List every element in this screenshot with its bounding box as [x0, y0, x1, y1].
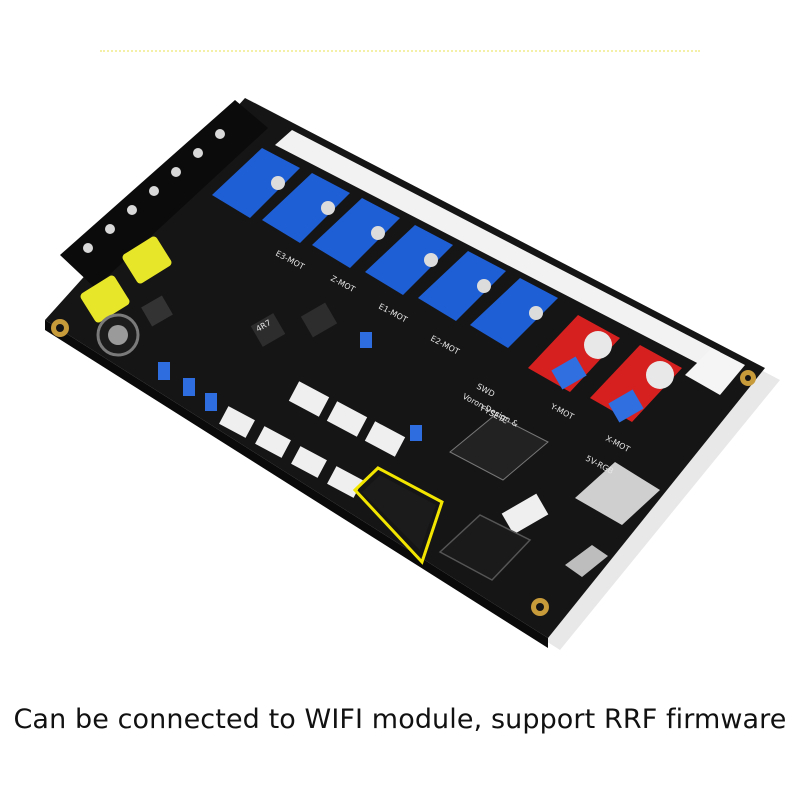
sd-card-slot	[575, 462, 660, 525]
inductor	[250, 313, 286, 347]
decorative-dotted-line	[100, 50, 700, 52]
usb-c-port	[565, 545, 608, 577]
power-connector	[685, 348, 745, 395]
pcb-edge	[45, 320, 548, 648]
terminal-screws	[83, 129, 225, 253]
power-terminal-block	[60, 100, 268, 288]
wifi-header-highlight	[352, 466, 444, 565]
caption-text: Can be connected to WIFI module, support…	[13, 704, 787, 735]
exp-header	[438, 514, 532, 581]
jst-connectors	[219, 381, 549, 535]
stepper-drivers-red	[528, 315, 682, 423]
inductor	[300, 302, 338, 338]
wifi-header	[362, 475, 436, 550]
jumpers	[158, 332, 422, 441]
motor-connectors	[275, 130, 720, 366]
fuse	[80, 275, 130, 323]
mcu-chip	[449, 414, 549, 481]
fuse	[122, 236, 172, 284]
stepper-drivers-blue	[212, 148, 558, 348]
inductor	[141, 295, 173, 327]
